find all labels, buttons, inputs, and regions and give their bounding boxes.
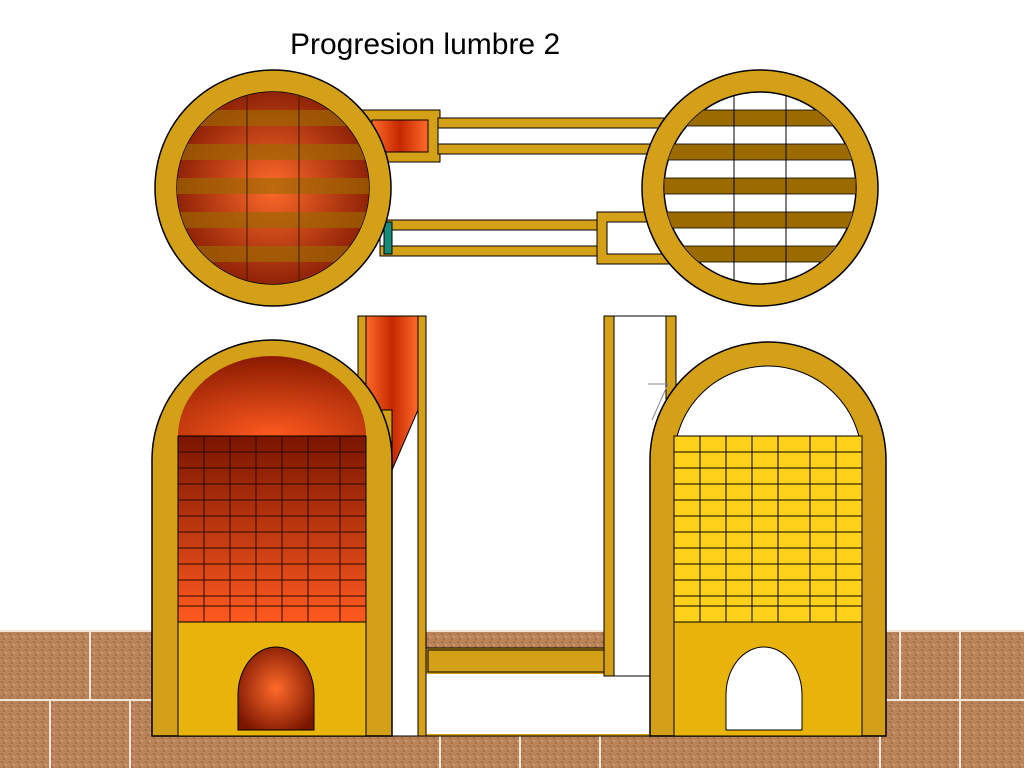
left-kiln-brick-grid: [178, 436, 366, 622]
empty-arch-icon: [725, 646, 803, 731]
left-kiln-top-view: [154, 69, 392, 307]
right-kiln-brick-grid: [674, 436, 862, 622]
right-kiln-top-view: [641, 69, 879, 307]
top-lower-pipe: [379, 211, 678, 265]
fire-icon: [237, 646, 315, 731]
top-upper-pipe: [359, 109, 669, 163]
right-kiln-side-view: [648, 341, 887, 737]
diagram-title: Progresion lumbre 2: [290, 28, 561, 61]
left-kiln-side-view: [151, 339, 393, 737]
damper: [383, 221, 393, 255]
